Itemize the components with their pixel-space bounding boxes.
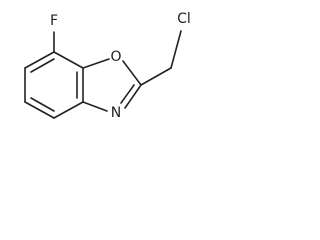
bond-c2-nitrogen-inner (120, 84, 135, 104)
bond-c2-ch2 (140, 67, 172, 86)
bond-c4-c5 (24, 101, 55, 119)
bond-c6-c7 (24, 51, 55, 69)
chlorine-atom-label: Cl (177, 11, 191, 27)
bond-c4-c5-inner (30, 97, 55, 112)
nitrogen-atom-label: N (111, 105, 121, 121)
bond-c7a-oxygen (82, 58, 110, 69)
bond-c6-c7-inner (30, 58, 55, 73)
bond-c7-c7a (53, 51, 84, 69)
fluorine-atom-label: F (50, 13, 58, 29)
molecule-structure-diagram: F O N Cl (24, 11, 191, 121)
bond-oxygen-c2 (122, 60, 142, 86)
oxygen-atom-label: O (110, 49, 121, 65)
bond-c2-nitrogen (124, 84, 142, 109)
bond-c3a-c4 (53, 101, 84, 119)
bond-ch2-chlorine (170, 30, 182, 69)
bond-nitrogen-c3a (82, 101, 108, 112)
